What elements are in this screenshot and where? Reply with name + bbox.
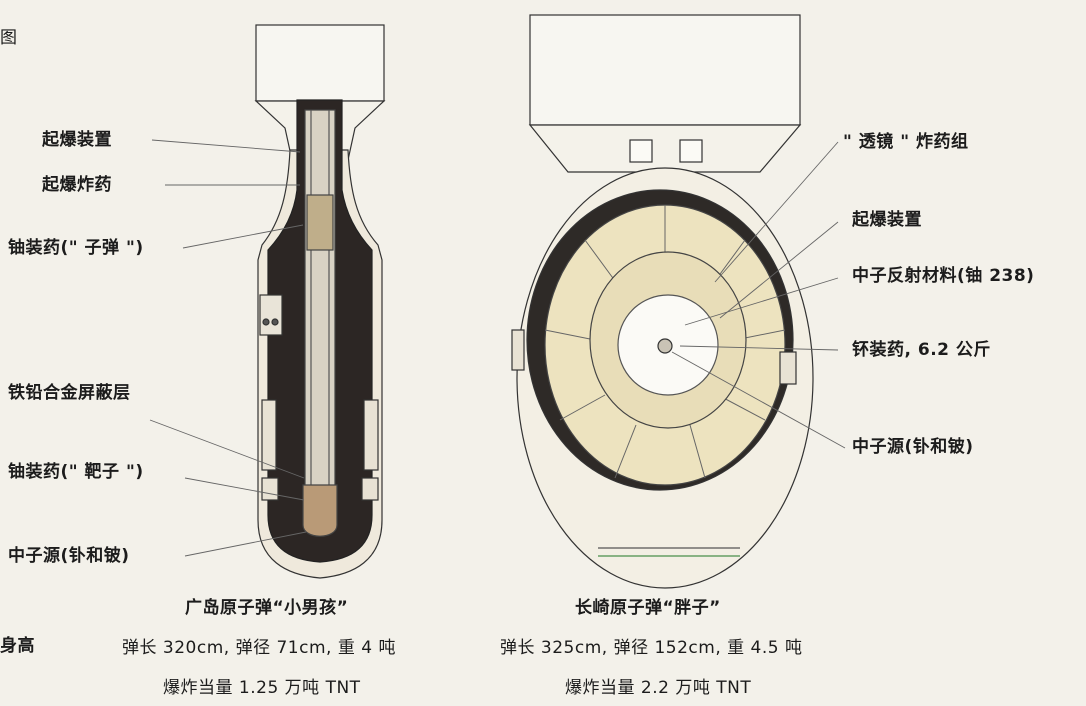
little-boy-title: 广岛原子弹“小男孩” xyxy=(185,598,349,618)
little-boy-specs: 弹长 320cm, 弹径 71cm, 重 4 吨 xyxy=(122,638,396,658)
left-margin-label: 身高 xyxy=(0,636,35,656)
fat-man-title: 长崎原子弹“胖子” xyxy=(575,598,721,618)
fat-man-label-lens-explosive: " 透镜 " 炸药组 xyxy=(843,132,969,152)
fat-man-label-reflector: 中子反射材料(铀 238) xyxy=(852,266,1035,286)
little-boy-label-neutron-source: 中子源(钋和铍) xyxy=(8,546,130,566)
fat-man-specs: 弹长 325cm, 弹径 152cm, 重 4.5 吨 xyxy=(500,638,803,658)
little-boy-uranium-bullet xyxy=(306,194,334,251)
little-boy-gun-barrel xyxy=(304,109,336,491)
fat-man-yield: 爆炸当量 2.2 万吨 TNT xyxy=(565,678,752,698)
fat-man-label-plutonium-core: 钚装药, 6.2 公斤 xyxy=(852,340,991,360)
little-boy-tail-box xyxy=(255,24,385,102)
little-boy-uranium-target xyxy=(302,484,338,537)
fat-man-drawing xyxy=(511,14,846,589)
little-boy-label-uranium-target: 铀装药(" 靶子 ") xyxy=(8,462,144,482)
little-boy-drawing xyxy=(149,24,386,579)
fat-man-label-initiator-device: 起爆装置 xyxy=(852,210,922,230)
fat-man-neutron-source xyxy=(657,338,673,354)
fat-man-label-neutron-source: 中子源(钋和铍) xyxy=(852,437,974,457)
little-boy-label-initiator-device: 起爆装置 xyxy=(42,130,112,150)
little-boy-label-initiator-explosive: 起爆炸药 xyxy=(42,175,112,195)
little-boy-label-tungsten-shield: 铁铅合金屏蔽层 xyxy=(8,383,131,403)
little-boy-yield: 爆炸当量 1.25 万吨 TNT xyxy=(163,678,361,698)
fat-man-tail-box xyxy=(529,14,801,126)
fat-man-tail-taper xyxy=(528,124,802,173)
little-boy-label-uranium-bullet: 铀装药(" 子弹 ") xyxy=(8,238,144,258)
corner-character: 图 xyxy=(0,28,18,48)
